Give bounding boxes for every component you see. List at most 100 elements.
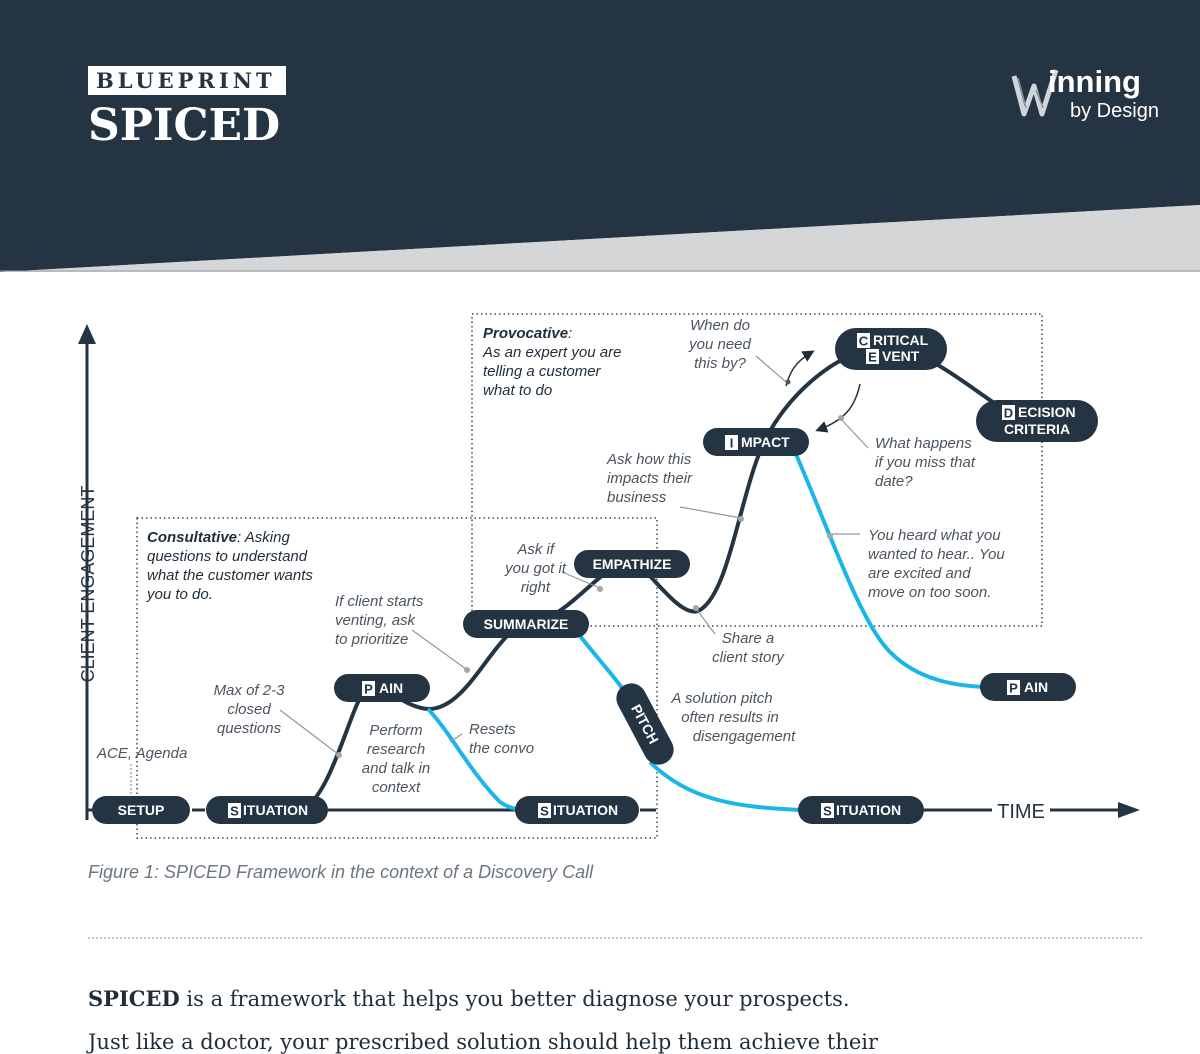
pain-2-rest: AIN bbox=[1024, 679, 1048, 695]
svg-text:venting, ask: venting, ask bbox=[335, 612, 417, 629]
svg-text:A solution pitch: A solution pitch bbox=[670, 690, 772, 707]
situation-2-letter: S bbox=[540, 804, 549, 819]
intro-second-line: Just like a doctor, your prescribed solu… bbox=[88, 1030, 879, 1054]
impact-node: I MPACT bbox=[703, 428, 809, 456]
svg-text:business: business bbox=[607, 489, 667, 506]
svg-text:impacts their: impacts their bbox=[607, 470, 693, 487]
svg-text:When do: When do bbox=[690, 317, 750, 334]
note-you-heard: You heard what you wanted to hear.. You … bbox=[868, 527, 1005, 601]
pain-node-2: P AIN bbox=[980, 673, 1076, 701]
note-when-need: When do you need this by? bbox=[688, 317, 751, 372]
svg-text:You heard what you: You heard what you bbox=[868, 527, 1001, 544]
note-resets-convo: Resets the convo bbox=[469, 721, 534, 757]
svg-text:Provocative:: Provocative: bbox=[483, 325, 572, 342]
pain-2-letter: P bbox=[1009, 681, 1018, 696]
logo-text-by-design: by Design bbox=[1070, 100, 1159, 122]
svg-text:you need: you need bbox=[688, 336, 751, 353]
svg-text:are excited and: are excited and bbox=[868, 565, 971, 582]
svg-text:move on too soon.: move on too soon. bbox=[868, 584, 991, 601]
winning-by-design-logo: inning by Design bbox=[1010, 62, 1170, 126]
dotted-divider bbox=[88, 937, 1142, 939]
svg-text:client story: client story bbox=[712, 649, 785, 666]
note-ask-impacts: Ask how this impacts their business bbox=[606, 451, 693, 506]
svg-text:What happens: What happens bbox=[875, 435, 972, 452]
provocative-line-4: what to do bbox=[483, 382, 552, 399]
eyebrow-label: BLUEPRINT bbox=[88, 66, 286, 95]
note-what-happens: What happens if you miss that date? bbox=[875, 435, 976, 490]
note-max-questions: Max of 2-3 closed questions bbox=[214, 682, 286, 737]
note-solution-pitch: A solution pitch often results in diseng… bbox=[670, 690, 796, 745]
note-if-client-venting: If client starts venting, ask to priorit… bbox=[335, 593, 424, 648]
provocative-line-1: : bbox=[568, 325, 572, 342]
impact-rest: MPACT bbox=[741, 434, 790, 450]
svg-text:wanted to hear.. You: wanted to hear.. You bbox=[868, 546, 1005, 563]
spiced-diagram-svg: CLIENT ENGAGEMENT TIME bbox=[78, 313, 1140, 839]
impact-drop-curve bbox=[793, 451, 986, 689]
summarize-label: SUMMARIZE bbox=[484, 616, 569, 632]
pain-1-letter: P bbox=[364, 682, 373, 697]
note-perform-research: Perform research and talk in context bbox=[362, 722, 430, 796]
provocative-line-2: As an expert you are bbox=[482, 344, 621, 361]
svg-text:Consultative: Asking: Consultative: Asking bbox=[147, 529, 290, 546]
pain-node-1: P AIN bbox=[334, 674, 430, 702]
event-rest: VENT bbox=[882, 348, 920, 364]
decision-criteria-node: D ECISION CRITERIA bbox=[976, 400, 1098, 442]
provocative-title: Provocative bbox=[483, 325, 568, 342]
provocative-text: Provocative: As an expert you are tellin… bbox=[482, 325, 621, 399]
x-axis-label: TIME bbox=[997, 801, 1045, 823]
critical-event-node: C RITICAL E VENT bbox=[835, 328, 947, 370]
situation-1-rest: ITUATION bbox=[243, 802, 308, 818]
note-ask-if-right: Ask if you got it right bbox=[504, 541, 567, 596]
spiced-diagram: CLIENT ENGAGEMENT TIME bbox=[0, 272, 1200, 872]
situation-1-letter: S bbox=[230, 804, 239, 819]
empathize-label: EMPATHIZE bbox=[593, 556, 672, 572]
svg-text:closed: closed bbox=[227, 701, 271, 718]
svg-text:right: right bbox=[521, 579, 551, 596]
header-banner: BLUEPRINT SPICED inning by Design bbox=[0, 0, 1200, 272]
svg-text:context: context bbox=[372, 779, 421, 796]
consultative-line-1: : Asking bbox=[237, 529, 290, 546]
page-title: SPICED bbox=[88, 100, 281, 151]
situation-node-3: S ITUATION bbox=[798, 796, 924, 824]
pitch-node: PITCH bbox=[616, 683, 674, 765]
consultative-text: Consultative: Asking questions to unders… bbox=[146, 529, 313, 603]
pain-1-rest: AIN bbox=[379, 680, 403, 696]
header-background bbox=[0, 0, 1200, 272]
x-axis-arrow bbox=[1118, 802, 1140, 818]
svg-text:if you miss that: if you miss that bbox=[875, 454, 976, 471]
situation-node-2: S ITUATION bbox=[515, 796, 639, 824]
svg-text:to prioritize: to prioritize bbox=[335, 631, 408, 648]
logo-text-winning: inning bbox=[1048, 64, 1141, 99]
provocative-region bbox=[471, 313, 1043, 627]
y-axis-arrow bbox=[78, 324, 96, 344]
summarize-node: SUMMARIZE bbox=[463, 610, 589, 638]
intro-text: is a framework that helps you better dia… bbox=[179, 987, 850, 1011]
impact-letter: I bbox=[730, 436, 734, 451]
setup-label: SETUP bbox=[118, 802, 165, 818]
svg-text:Share a: Share a bbox=[722, 630, 775, 647]
note-share-story: Share a client story bbox=[712, 630, 785, 666]
svg-text:If client starts: If client starts bbox=[335, 593, 424, 610]
consultative-line-2: questions to understand bbox=[147, 548, 308, 565]
consultative-title: Consultative bbox=[147, 529, 237, 546]
setup-node: SETUP bbox=[92, 796, 190, 824]
figure-caption: Figure 1: SPICED Framework in the contex… bbox=[88, 862, 594, 882]
svg-text:Ask how this: Ask how this bbox=[606, 451, 692, 468]
svg-text:disengagement: disengagement bbox=[693, 728, 796, 745]
svg-text:Perform: Perform bbox=[369, 722, 422, 739]
consultative-line-3: what the customer wants bbox=[147, 567, 313, 584]
consultative-region bbox=[136, 517, 658, 839]
situation-node-1: S ITUATION bbox=[206, 796, 328, 824]
empathize-node: EMPATHIZE bbox=[574, 550, 690, 578]
svg-text:this by?: this by? bbox=[694, 355, 746, 372]
decision-letter: D bbox=[1004, 406, 1013, 421]
situation-3-rest: ITUATION bbox=[836, 802, 901, 818]
critical-letter: C bbox=[859, 334, 869, 349]
svg-text:questions: questions bbox=[217, 720, 282, 737]
svg-text:Resets: Resets bbox=[469, 721, 516, 738]
provocative-line-3: telling a customer bbox=[483, 363, 602, 380]
note-ace-agenda: ACE, Agenda bbox=[96, 745, 187, 762]
event-letter: E bbox=[868, 350, 877, 365]
svg-text:often results in: often results in bbox=[681, 709, 779, 726]
y-axis-label: CLIENT ENGAGEMENT bbox=[78, 486, 98, 683]
